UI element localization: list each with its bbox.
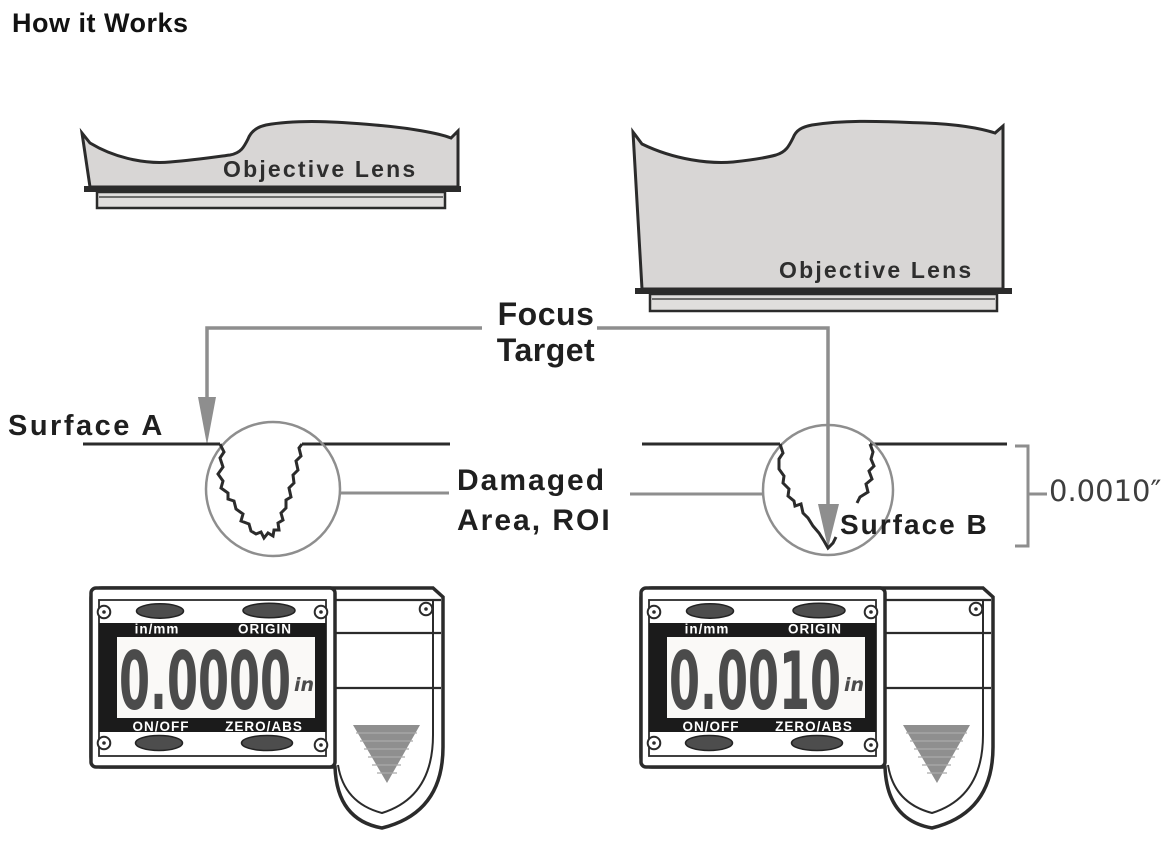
bezel-label-inmm: in/mm (135, 622, 180, 637)
damaged-area-line2: Area, ROI (457, 504, 612, 537)
focus-leader-right (597, 326, 830, 506)
focus-arrowhead-left (198, 397, 216, 445)
lcd-reading: 0.0010 (669, 635, 841, 728)
depth-measurement-value: 0.0010″ (1049, 474, 1162, 508)
indicator-hook-inner-line (337, 599, 434, 815)
focus-target-line2: Target (496, 332, 596, 368)
surface-b-label: Surface B (840, 509, 989, 540)
lcd-screen (667, 637, 865, 718)
bezel-label-inmm: in/mm (685, 622, 730, 637)
head-screw-centers (102, 610, 323, 747)
objective-lens-left-label: Objective Lens (223, 156, 418, 182)
origin-button (242, 602, 296, 619)
slider-triangle (903, 725, 970, 783)
lens-base-plate (95, 190, 447, 210)
indicator-hook-inner-line (887, 599, 984, 815)
focus-target-leaders (198, 326, 839, 548)
damaged-area-label: Damaged Area, ROI (457, 461, 612, 541)
rail-screw-center (974, 607, 978, 611)
inmm-button (135, 603, 185, 619)
focus-target-line1: Focus (497, 296, 595, 332)
buttons (134, 602, 296, 752)
onoff-button (684, 734, 734, 752)
damage-pit-right-left-wall (777, 443, 838, 551)
damaged-area-line1: Damaged (457, 464, 607, 497)
lens-base-plate (648, 292, 999, 313)
depth-bracket (1015, 444, 1047, 548)
bezel-label-onoff: ON/OFF (683, 719, 740, 734)
lens-bottom-bar (635, 288, 1012, 294)
bezel-label-zeroabs: ZERO/ABS (225, 719, 303, 734)
digital-indicator-left: 0.0000 in in/mm ORIGIN ON/OFF ZERO/ABS (89, 586, 445, 830)
bezel-label-zeroabs: ZERO/ABS (775, 719, 853, 734)
objective-lens-left (79, 120, 461, 210)
objective-lens-right-label: Objective Lens (779, 257, 974, 283)
digital-indicator-right: 0.0010 in in/mm ORIGIN ON/OFF ZERO/ABS (639, 586, 995, 830)
zeroabs-button (240, 734, 294, 752)
depth-bracket-body (1015, 444, 1030, 548)
bezel-label-origin: ORIGIN (788, 622, 842, 637)
roi-circle-right (761, 423, 895, 557)
buttons (684, 602, 846, 752)
objective-lens-right (631, 119, 1012, 313)
slider-triangle (353, 725, 420, 783)
origin-button (792, 602, 846, 619)
focus-leader-left (205, 326, 482, 399)
focus-target-label: Focus Target (458, 296, 634, 368)
rail-screw-center (424, 607, 428, 611)
damage-pit-right-right-wall (855, 443, 876, 504)
bezel-label-onoff: ON/OFF (133, 719, 190, 734)
lens-body (631, 119, 1005, 291)
lens-body (79, 120, 460, 189)
zeroabs-button (790, 734, 844, 752)
page-title: How it Works (12, 8, 189, 38)
roi-connectors (340, 491, 763, 496)
damage-pit-left (216, 443, 304, 541)
lcd-unit: in (844, 674, 864, 696)
lcd-screen (117, 637, 315, 718)
bezel-label-origin: ORIGIN (238, 622, 292, 637)
onoff-button (134, 734, 184, 752)
surface-a-label: Surface A (8, 410, 165, 442)
head-screw-centers (652, 610, 873, 747)
lcd-unit: in (294, 674, 314, 696)
lcd-reading: 0.0000 (119, 635, 291, 728)
roi-circle-left (204, 420, 342, 558)
lens-bottom-bar (84, 186, 461, 192)
focus-arrowhead-right (818, 504, 839, 548)
inmm-button (685, 603, 735, 619)
